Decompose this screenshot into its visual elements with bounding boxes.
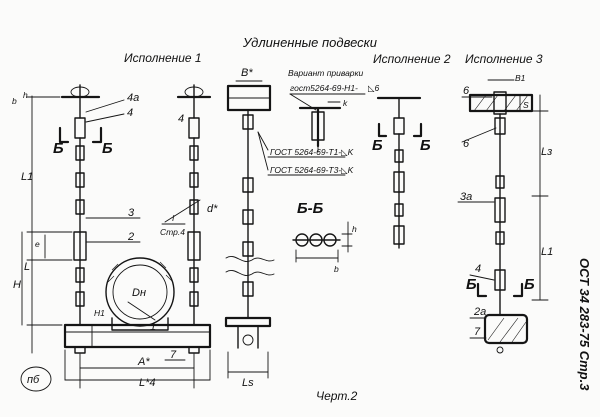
v2-chain-links — [393, 149, 405, 245]
dim-L: L — [24, 261, 30, 273]
pipe-insulation-hatch — [107, 261, 173, 283]
weld-ref-2: ГОСТ 5264-69-Т3-◺K — [270, 165, 354, 175]
variant-3-assembly: B1 S Б Б 6 6 3а 4 2а — [457, 73, 553, 354]
pos-3: 3 — [128, 207, 135, 219]
bracket-left — [74, 117, 86, 139]
figure-caption: Черт.2 — [316, 389, 358, 403]
dim-ls: Ls — [242, 377, 254, 389]
dim-d: d* — [207, 203, 218, 215]
heading-variant-2: Исполнение 2 — [373, 52, 451, 66]
section-mark-b-left: Б — [53, 140, 64, 157]
heading-variant-3: Исполнение 3 — [465, 52, 543, 66]
pipe-inner — [112, 264, 168, 320]
v3-bottom-clamp — [483, 313, 529, 345]
nut-bottom-left — [74, 346, 86, 354]
v3-section-mark-right: Б — [524, 276, 535, 293]
pos-7: 7 — [170, 349, 177, 361]
weld-ref-1: ГОСТ 5264-69-Т1-◺K — [270, 147, 354, 157]
detail-i-page: Стр.4 — [160, 227, 185, 237]
chain-links-left — [73, 145, 87, 307]
pos-4: 4 — [127, 107, 133, 119]
v3-pos-2a: 2а — [473, 306, 486, 318]
variant-1-assembly: Б Б 4а 4 3 2 1 7 4 I Стр.4 d* Dн — [12, 84, 218, 389]
standard-code: ОСТ 34 283-75 Стр.3 — [577, 258, 592, 391]
dim-k: k — [343, 98, 348, 108]
weld-note-symbol: ◺6 — [368, 83, 380, 93]
weld-variant-detail: Вариант приварки гост5264-69-Н1- ◺6 k — [288, 68, 380, 153]
v3-pos-7: 7 — [474, 326, 481, 338]
dim-a: A* — [137, 356, 150, 368]
dim-b-top: b — [12, 96, 17, 106]
v2-bracket — [393, 117, 405, 135]
v3-dim-lines — [531, 94, 549, 301]
bracket-right — [188, 117, 200, 139]
v3-section-mark-left: Б — [466, 276, 477, 293]
base-beam — [63, 323, 212, 349]
dim-b-star: B* — [241, 67, 253, 79]
v2-section-mark-right: Б — [420, 137, 431, 154]
detail-i-label: I — [172, 213, 175, 223]
dim-h-section: h — [352, 224, 357, 234]
dim-s: S — [523, 100, 529, 110]
dim-h1: H1 — [94, 308, 105, 318]
dim-lines-left — [21, 95, 93, 354]
dim-b1: B1 — [515, 73, 526, 83]
dim-l1-v3: L1 — [541, 246, 553, 258]
weld-note-line1: Вариант приварки — [288, 68, 364, 78]
pos-4-right: 4 — [178, 113, 184, 125]
v3-pos-6-top: 6 — [463, 85, 470, 97]
section-b-b: Б-Б h b — [292, 200, 357, 274]
section-mark-b-right: Б — [102, 140, 113, 157]
v3-pos-4: 4 — [475, 263, 481, 275]
pos-1: 1 — [150, 321, 156, 333]
side-chain-links — [242, 114, 254, 297]
side-view-assembly: B* Ls ГОСТ 5264-69-Т1-◺K ГОСТ 5264-69-Т3… — [224, 67, 354, 389]
heading-variant-1: Исполнение 1 — [124, 51, 202, 65]
dim-h-top: h — [23, 90, 28, 100]
v3-pos-6: 6 — [463, 138, 470, 150]
drawing-title: Удлиненные подвески — [242, 35, 377, 50]
dim-l1: L1 — [21, 171, 33, 183]
pos-2: 2 — [127, 231, 134, 243]
dim-b-section: b — [334, 264, 339, 274]
dim-H: H — [13, 279, 21, 291]
chain-links-right — [187, 145, 201, 307]
dim-l4: L*4 — [139, 377, 156, 389]
dim-dn: Dн — [132, 287, 146, 299]
v3-pos-3a: 3а — [460, 191, 472, 203]
dim-lz: Lз — [541, 146, 552, 158]
v3-chain-links — [494, 175, 506, 291]
page-number-circle — [20, 366, 52, 392]
section-title: Б-Б — [297, 200, 324, 217]
v3-top-plate — [468, 93, 534, 113]
clamp-bottom — [224, 316, 272, 328]
v2-section-mark-left: Б — [372, 137, 383, 154]
dim-e: e — [35, 239, 40, 249]
page-number: пб — [27, 374, 40, 386]
dim-lines-bottom — [64, 349, 211, 389]
nut-bottom-right — [188, 346, 200, 354]
weld-note-line2: гост5264-69-Н1- — [290, 83, 358, 93]
variant-2-assembly: Б Б — [372, 96, 431, 249]
pos-4a: 4а — [127, 92, 139, 104]
